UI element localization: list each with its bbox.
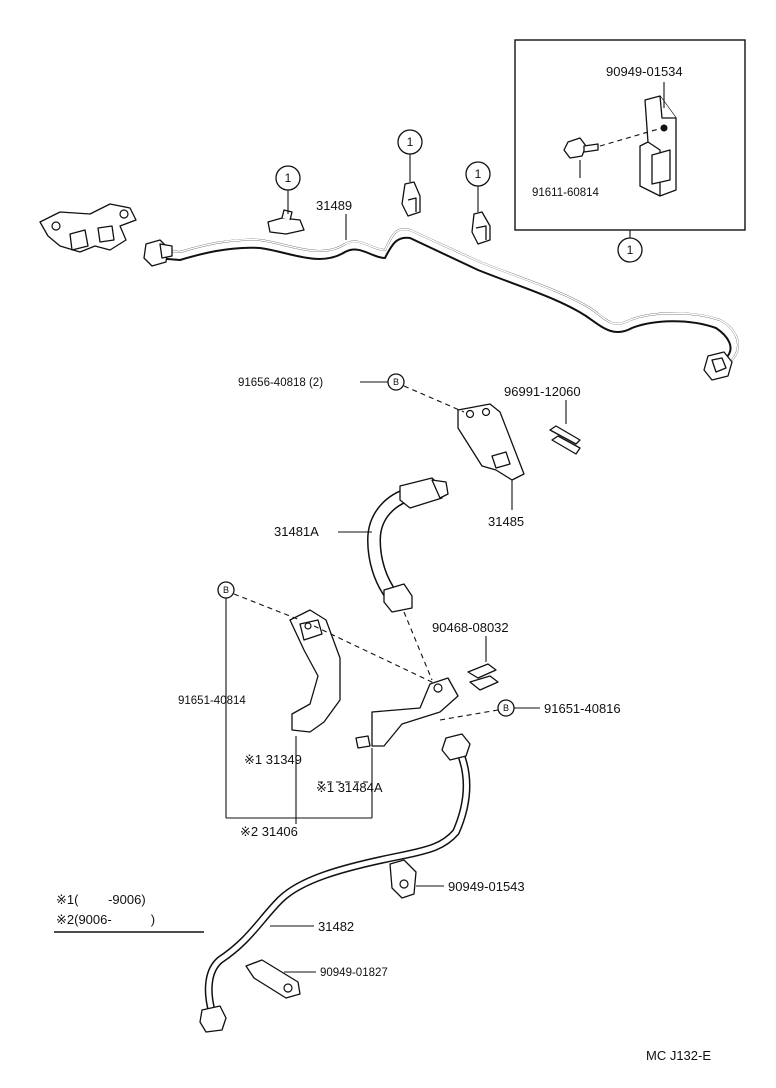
bracket-31484A xyxy=(355,677,459,749)
hose-31481A xyxy=(367,477,449,613)
label-90468-08032: 90468-08032 xyxy=(432,620,509,635)
fitting-31489-right xyxy=(703,351,733,381)
svg-text:B: B xyxy=(223,585,229,595)
legend-row-1: ※1( -9006) xyxy=(56,892,146,907)
clip-90949-01827 xyxy=(245,959,301,999)
legend: ※1( -9006) ※2(9006- ) xyxy=(54,892,204,933)
pipe-31489 xyxy=(154,228,739,369)
legend-row-2: ※2(9006- ) xyxy=(56,912,155,927)
clip-90949-01543 xyxy=(389,859,417,899)
label-90949-01543: 90949-01543 xyxy=(448,879,525,894)
inset-clip-label: 90949-01534 xyxy=(606,64,683,79)
diagram-code: MC J132-E xyxy=(646,1048,711,1063)
label-31481A: 31481A xyxy=(274,524,319,539)
pipe-clip-b xyxy=(401,181,421,217)
svg-text:B: B xyxy=(503,703,509,713)
svg-text:B: B xyxy=(393,377,399,387)
svg-text:1: 1 xyxy=(407,135,414,149)
label-91656-40818: 91656-40818 (2) xyxy=(238,377,323,389)
valve-bracket-left xyxy=(39,203,137,253)
label-90949-01827: 90949-01827 xyxy=(320,967,388,979)
callout-clip-b xyxy=(397,129,423,155)
pipe-31482 xyxy=(199,733,471,1033)
label-31485: 31485 xyxy=(488,514,524,529)
callout-clip-a xyxy=(275,165,301,191)
clip-90468 xyxy=(467,663,499,691)
inset-ref-marker xyxy=(617,237,643,263)
callout-clip-c xyxy=(465,161,491,187)
inset-bolt-drawing xyxy=(563,137,599,159)
label-91651-40814: 91651-40814 xyxy=(178,695,246,707)
bracket-31349 xyxy=(289,609,341,733)
svg-text:1: 1 xyxy=(475,167,482,181)
inset-bolt-label: 91611-60814 xyxy=(532,187,600,199)
fitting-31489-left xyxy=(143,239,173,267)
label-91651-40816: 91651-40816 xyxy=(544,701,621,716)
label-31489: 31489 xyxy=(316,198,352,213)
clip-96991 xyxy=(549,425,581,455)
label-96991-12060: 96991-12060 xyxy=(504,384,581,399)
label-31406: ※2 31406 xyxy=(240,824,298,839)
bracket-31485 xyxy=(457,403,525,481)
pipe-clip-a xyxy=(267,209,305,235)
pipe-clip-c xyxy=(471,211,491,245)
inset-clip-drawing xyxy=(639,95,677,197)
svg-text:1: 1 xyxy=(285,171,292,185)
svg-text:1: 1 xyxy=(627,243,634,257)
label-31484A: ※1 31484A xyxy=(316,780,383,795)
label-31482: 31482 xyxy=(318,919,354,934)
label-31349: ※1 31349 xyxy=(244,752,302,767)
